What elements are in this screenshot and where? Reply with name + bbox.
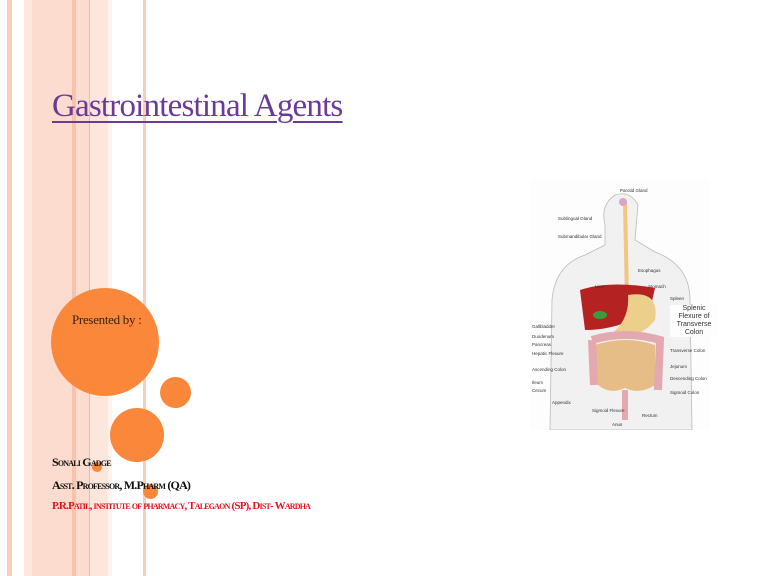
colon-shape <box>588 331 665 391</box>
esophagus-shape <box>623 201 629 301</box>
label-spleen: Spleen <box>670 296 685 301</box>
label-esophagus: Esophagus <box>638 268 661 273</box>
author-name: Sonali Gadge <box>52 455 112 469</box>
parotid-shape <box>619 198 627 206</box>
label-gallbladder: Gallbladder <box>532 324 556 329</box>
decorative-circle <box>143 484 158 499</box>
institute-name: P.R.Patil, institute of pharmacy, Talega… <box>52 500 311 512</box>
label-ascending: Ascending Colon <box>532 367 567 372</box>
label-submandibular: Submandibular Gland <box>558 234 602 239</box>
gallbladder-shape <box>593 311 607 319</box>
label-descending: Descending Colon <box>670 376 707 381</box>
label-rectum: Rectum <box>642 413 658 418</box>
decorative-circle <box>92 462 102 472</box>
label-liver: Liver <box>595 284 605 289</box>
label-stomach: Stomach <box>648 284 666 289</box>
label-transverse: Transverse Colon <box>670 348 706 353</box>
label-hepatic: Hepatic Flexure <box>532 351 564 356</box>
label-jejunum: Jejunum <box>670 364 687 369</box>
decorative-circle <box>160 377 191 408</box>
label-sublingual: Sublingual Gland <box>558 216 593 221</box>
label-cecum: Cecum <box>532 388 547 393</box>
label-pancreas: Pancreas <box>532 342 552 347</box>
presented-by-label: Presented by : <box>72 312 142 327</box>
label-sigmoid-colon: Sigmoid Colon <box>670 390 700 395</box>
label-appendix: Appendix <box>552 400 572 405</box>
digestive-system-diagram: Parotid Gland Sublingual Gland Submandib… <box>530 180 710 430</box>
label-splenic: Splenic Flexure of Transverse Colon <box>670 305 718 337</box>
label-ileum: Ileum <box>532 380 543 385</box>
slide-title: Gastrointestinal Agents <box>52 88 343 124</box>
label-sigmoid-flexure: Sigmoid Flexure <box>592 408 625 413</box>
author-role: Asst. Professor, M.Pharm (QA) <box>52 478 191 492</box>
decorative-circle <box>110 408 164 462</box>
stomach-shape <box>610 294 656 336</box>
decorative-circle-large <box>51 288 159 396</box>
label-anus: Anus <box>612 422 623 427</box>
label-duodenum: Duodenum <box>532 334 554 339</box>
label-parotid: Parotid Gland <box>620 188 648 193</box>
intestine-shape <box>595 340 655 391</box>
